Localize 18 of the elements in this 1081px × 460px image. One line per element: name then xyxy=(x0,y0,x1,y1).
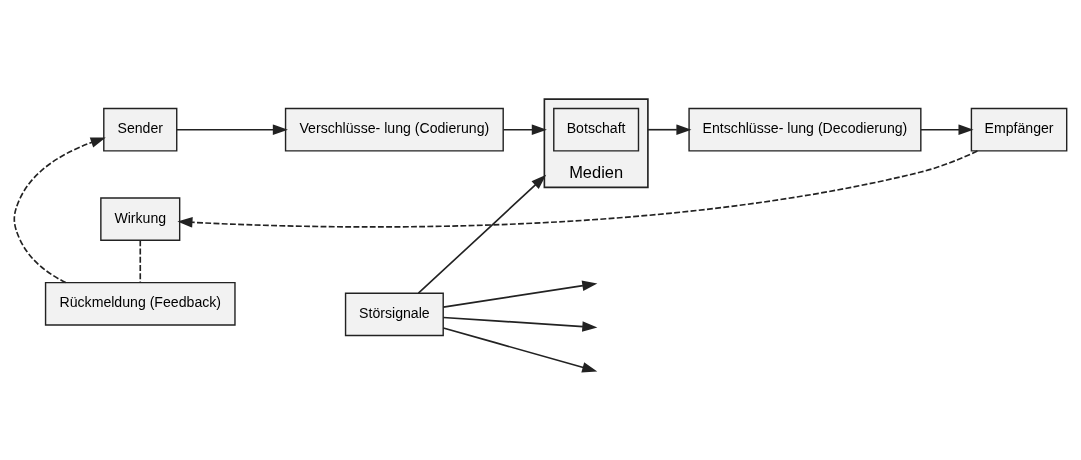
arrow xyxy=(417,174,547,294)
arrow xyxy=(176,123,288,135)
node-box: Verschlüsse- lung (Codierung) xyxy=(284,107,504,152)
node-box: Störsignale xyxy=(344,292,444,336)
node-box: Wirkung xyxy=(100,196,181,241)
arrow xyxy=(13,136,106,283)
arrow xyxy=(442,326,598,372)
arrow xyxy=(442,280,598,308)
arrow xyxy=(502,123,547,135)
node-box: Entschlüsse- lung (Decodierung) xyxy=(688,107,922,152)
arrow xyxy=(442,316,598,332)
node-box: Botschaft xyxy=(553,107,640,152)
node-box: Rückmeldung (Feedback) xyxy=(44,281,236,326)
arrow xyxy=(920,123,974,135)
arrow xyxy=(647,123,692,135)
node-box: Sender xyxy=(103,107,178,152)
node-box: Empfänger xyxy=(970,107,1068,152)
arrow xyxy=(177,149,979,228)
